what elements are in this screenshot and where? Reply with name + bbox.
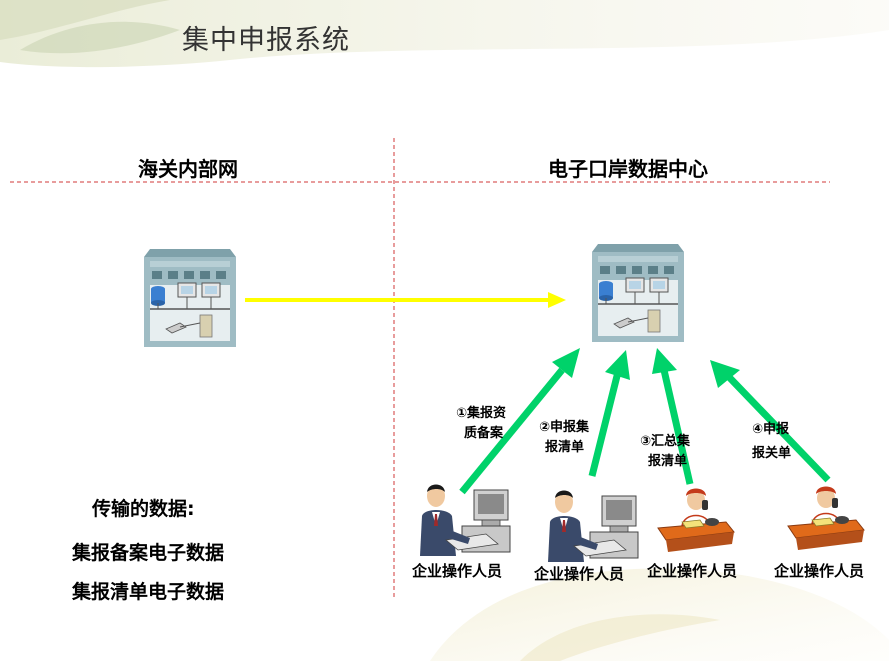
operator-label-2: 企业操作人员 bbox=[534, 565, 625, 583]
transmitted-data-heading: 传输的数据: bbox=[92, 498, 195, 520]
step-1-label: ①集报资 质备案 bbox=[456, 404, 506, 444]
step-3-line1: ③汇总集 bbox=[640, 434, 691, 449]
operator-label-1: 企业操作人员 bbox=[412, 562, 503, 580]
transmitted-data-item: 集报清单电子数据 bbox=[72, 581, 225, 603]
operator-label-3: 企业操作人员 bbox=[647, 562, 738, 580]
step-2-line2: 报清单 bbox=[545, 440, 585, 455]
region-title-customs-intranet: 海关内部网 bbox=[138, 157, 238, 181]
step-2-line1: ②申报集 bbox=[539, 420, 590, 435]
operator-label-4: 企业操作人员 bbox=[774, 562, 865, 580]
step-1-line1: ①集报资 bbox=[456, 406, 507, 421]
step-4-line1: ④申报 bbox=[752, 422, 790, 437]
green-arrow-3 bbox=[652, 348, 694, 485]
step-3-label: ③汇总集 报清单 bbox=[640, 432, 690, 472]
region-title-eport-data-center: 电子口岸数据中心 bbox=[548, 157, 708, 181]
telephone-operator-icon bbox=[787, 486, 865, 550]
computer-worker-icon bbox=[548, 490, 639, 562]
green-arrow-4 bbox=[710, 360, 831, 483]
building-network-icon bbox=[144, 249, 236, 347]
slide-title: 集中申报系统 bbox=[182, 25, 350, 56]
step-4-label: ④申报 报关单 bbox=[752, 420, 791, 464]
step-4-line2: 报关单 bbox=[752, 446, 792, 461]
yellow-transfer-arrow bbox=[245, 292, 566, 308]
step-1-line2: 质备案 bbox=[464, 426, 504, 441]
green-arrow-1 bbox=[459, 348, 580, 495]
step-3-line2: 报清单 bbox=[648, 454, 688, 469]
transmitted-data-item: 集报备案电子数据 bbox=[72, 542, 225, 564]
building-network-icon bbox=[592, 244, 684, 342]
computer-worker-icon bbox=[420, 484, 511, 556]
telephone-operator-icon bbox=[657, 488, 735, 552]
step-2-label: ②申报集 报清单 bbox=[539, 418, 589, 458]
green-arrow-2 bbox=[588, 350, 630, 477]
